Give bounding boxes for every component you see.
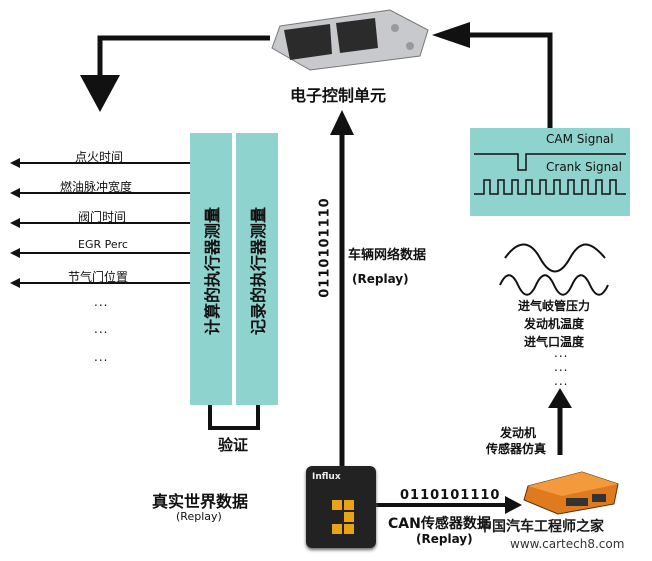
can-label: CAN传感器数据 xyxy=(388,516,491,532)
signals-to-ecu-arrowhead xyxy=(432,22,470,48)
watermark-title: 中国汽车工程师之家 xyxy=(478,519,604,535)
output-more-3: ... xyxy=(94,350,109,364)
network-to-ecu-arrowhead xyxy=(330,110,354,135)
real-world-label: 真实世界数据 xyxy=(152,492,249,511)
cam-signal-trace xyxy=(474,153,626,171)
output-label-fuel-pulse: 燃油脉冲宽度 xyxy=(60,180,133,194)
influx-device: Influx xyxy=(306,466,376,548)
can-arrowhead xyxy=(505,496,522,514)
can-replay: (Replay) xyxy=(416,532,473,546)
crank-signal-trace xyxy=(474,179,626,195)
output-more-2: ... xyxy=(94,322,109,336)
output-arrows xyxy=(10,158,190,288)
validation-label: 验证 xyxy=(218,436,249,454)
can-binary: 0110101110 xyxy=(400,488,501,503)
fast-wave xyxy=(499,274,609,296)
signal-box: CAM Signal Crank Signal xyxy=(470,128,630,216)
output-label-throttle: 节气门位置 xyxy=(68,270,129,284)
recorded-measurement-bar: 记录的执行器测量 xyxy=(236,133,278,405)
real-world-replay: (Replay) xyxy=(176,510,222,523)
sensor-simulator-device xyxy=(522,468,622,516)
sensor-engine-temp: 发动机温度 xyxy=(524,317,585,331)
sim-label-line1: 发动机 xyxy=(500,426,537,440)
ecu-illustration xyxy=(270,8,430,71)
network-binary: 0110101110 xyxy=(317,197,333,298)
output-more-1: ... xyxy=(94,295,109,309)
network-label: 车辆网络数据 xyxy=(348,248,427,263)
validation-bracket xyxy=(208,402,260,430)
sensor-intake-temp: 进气口温度 xyxy=(524,335,585,349)
sensor-more-3: ... xyxy=(554,374,569,388)
ecu-label: 电子控制单元 xyxy=(290,86,387,105)
calculated-measurement-label: 计算的执行器测量 xyxy=(203,207,222,336)
sensor-more-2: ... xyxy=(554,360,569,374)
calculated-measurement-bar: 计算的执行器测量 xyxy=(190,133,232,405)
sim-up-arrowhead xyxy=(548,388,572,408)
recorded-measurement-label: 记录的执行器测量 xyxy=(249,207,268,336)
signals-to-ecu-line xyxy=(470,32,553,128)
network-replay: (Replay) xyxy=(352,272,409,286)
influx-logo-icon xyxy=(332,500,356,540)
cam-signal-label: CAM Signal xyxy=(546,132,614,146)
ecu-to-actuators-arrow xyxy=(97,35,270,80)
influx-brand: Influx xyxy=(312,472,341,482)
ecu-to-actuators-arrowhead xyxy=(80,75,120,112)
watermark-url: www.cartech8.com xyxy=(510,537,625,551)
slow-wave xyxy=(504,243,606,273)
crank-signal-label: Crank Signal xyxy=(546,160,622,174)
output-label-egr: EGR Perc xyxy=(78,238,128,251)
output-label-valve-timing: 阀门时间 xyxy=(78,210,127,224)
sim-label-line2: 传感器仿真 xyxy=(486,442,547,456)
sensor-intake-pressure: 进气岐管压力 xyxy=(518,299,591,313)
sensor-more-1: ... xyxy=(554,346,569,360)
output-label-ignition: 点火时间 xyxy=(75,150,124,164)
